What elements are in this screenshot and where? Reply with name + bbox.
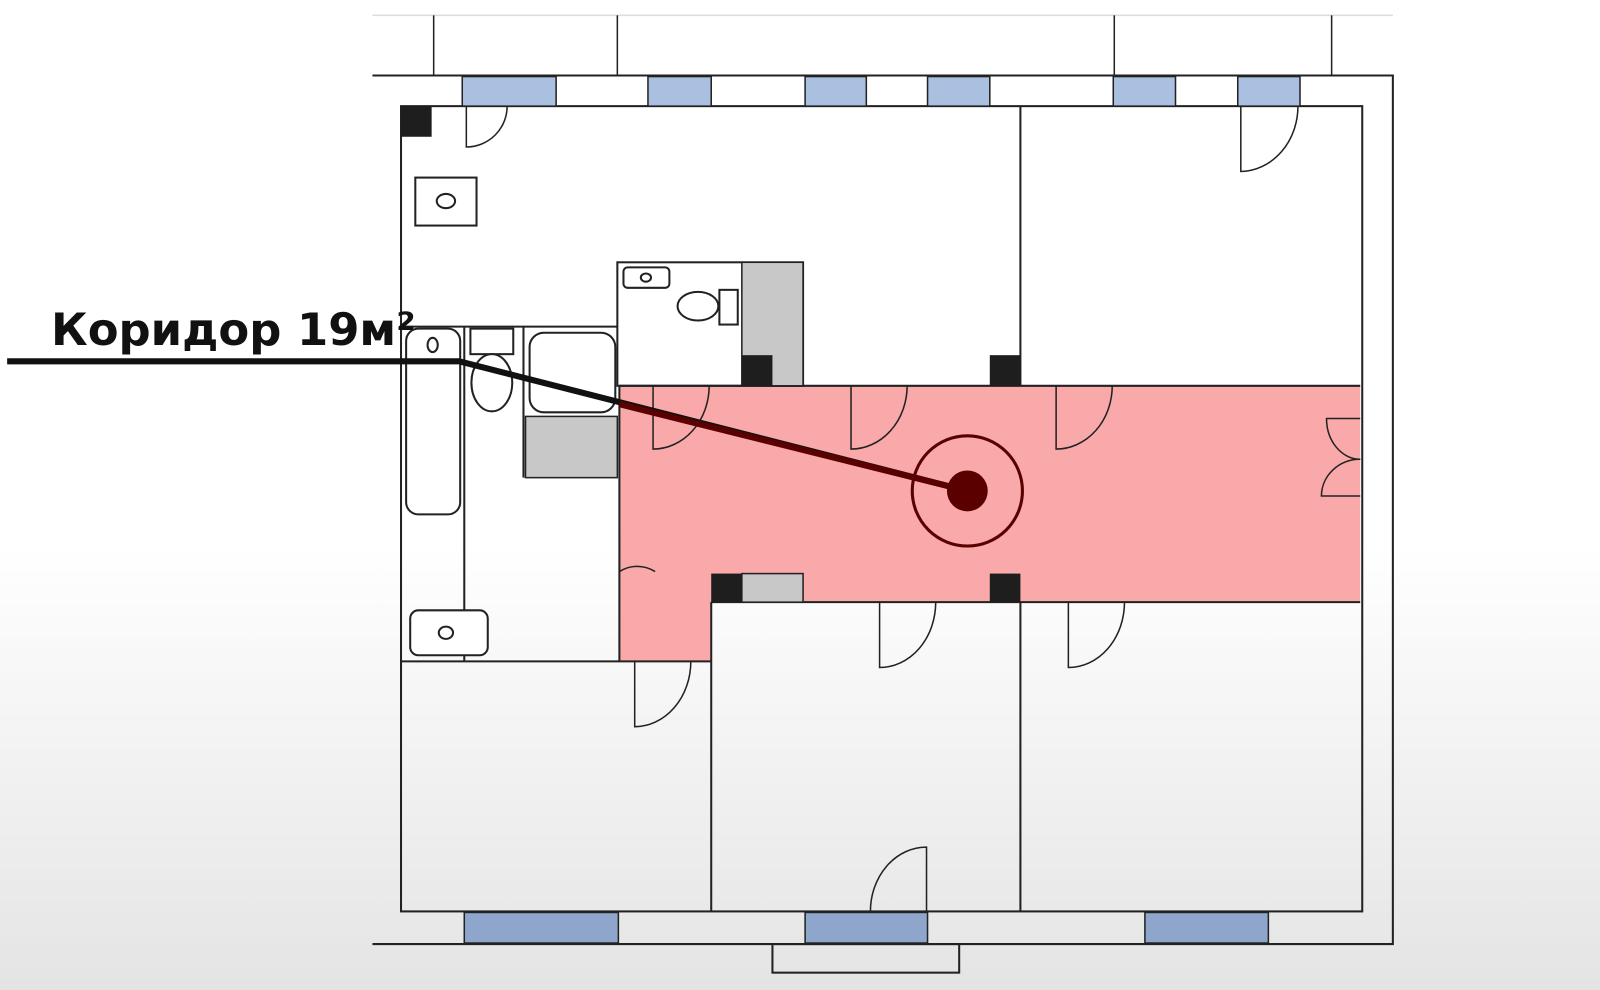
outer-walls	[372, 74, 1394, 974]
top-frame	[372, 14, 1393, 76]
columns	[401, 106, 1021, 603]
corridor-label: Коридор 19м²	[51, 303, 416, 356]
doors	[465, 106, 1361, 912]
corridor-area[interactable]	[619, 385, 1361, 662]
fixtures	[405, 176, 739, 657]
windows-bottom	[463, 911, 1270, 944]
corridor-marker	[7, 358, 1024, 548]
interior-walls	[401, 106, 1361, 912]
marker-ring	[910, 434, 1024, 548]
windows-top	[461, 75, 1301, 107]
marker-dot	[946, 470, 988, 512]
